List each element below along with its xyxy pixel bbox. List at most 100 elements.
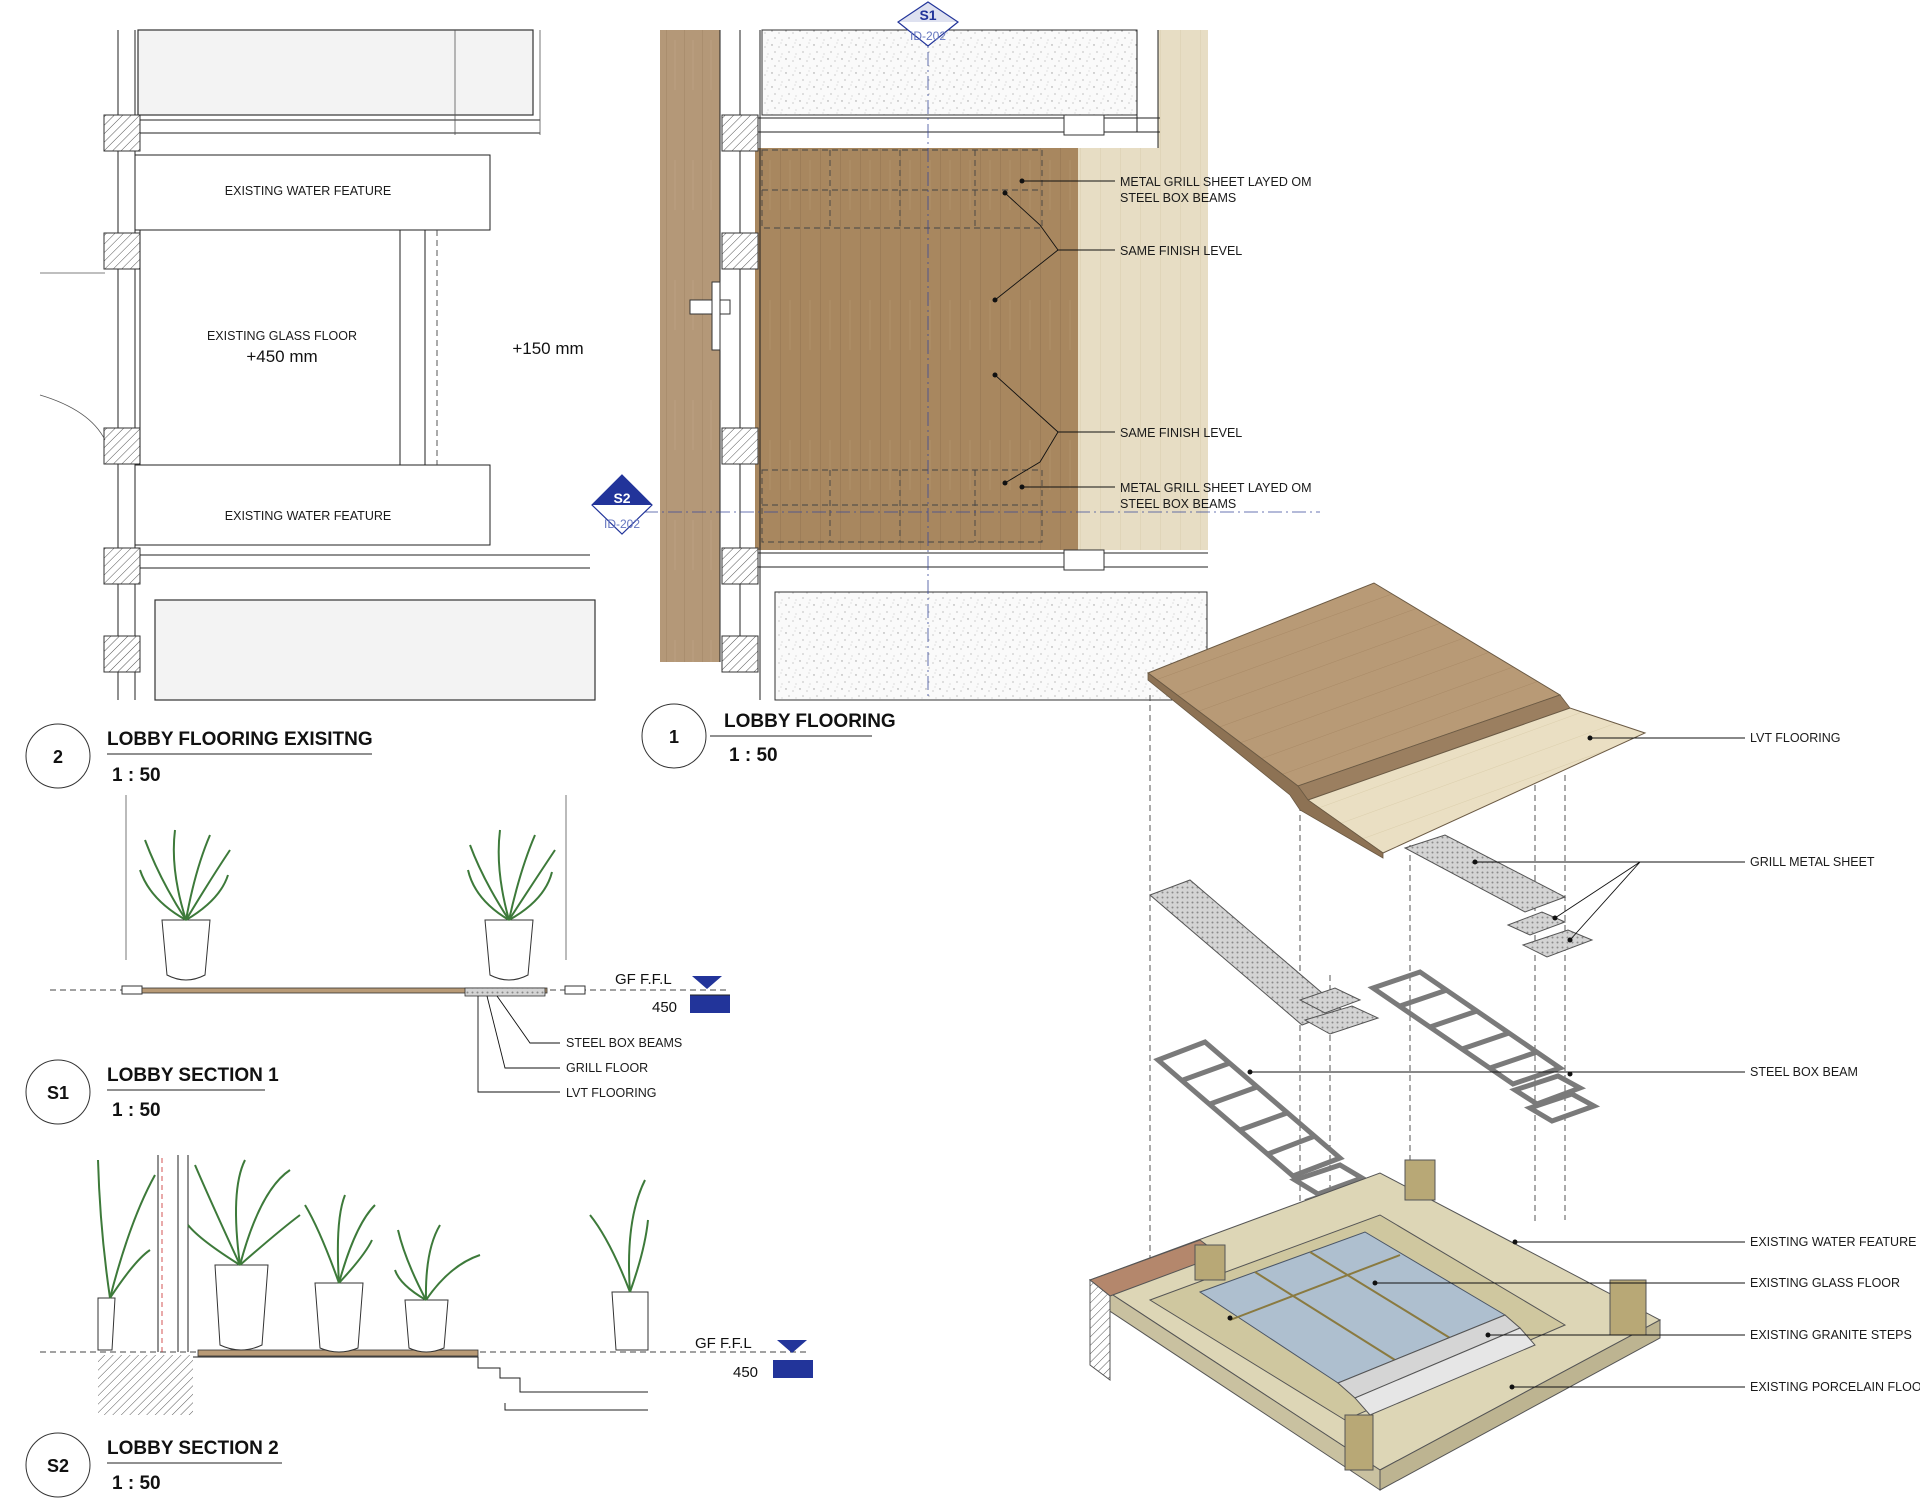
level-name: GF F.F.L [615, 971, 672, 988]
pier [1404, 1159, 1436, 1201]
section-1: GF F.F.L 450 STEEL BOX BEAMS GRILL FLOOR… [25, 795, 730, 1125]
layer-grill-metal-sheet [1149, 834, 1594, 1035]
drawing-title: LOBBY SECTION 1 [107, 1065, 279, 1086]
level-triangle [777, 1340, 807, 1353]
planter [161, 919, 211, 981]
axo-label-grill-metal-sheet: GRILL METAL SHEET [1750, 855, 1875, 869]
level-block [773, 1360, 813, 1378]
drawing-scale: 1 : 50 [112, 765, 161, 786]
note-finish-level-1: SAME FINISH LEVEL [1120, 244, 1242, 258]
pier [1344, 1414, 1374, 1471]
section-tag-s1-ref: ID-202 [910, 29, 946, 43]
door-swing [39, 272, 106, 441]
drawing-scale: 1 : 50 [112, 1100, 161, 1121]
axo-label-lvt-flooring: LVT FLOORING [1750, 731, 1841, 745]
box-beam-frame [1153, 1039, 1345, 1179]
column [103, 547, 141, 585]
column [103, 427, 141, 465]
top-slab [137, 29, 534, 116]
section-tag-s2-ref: ID-202 [604, 517, 640, 531]
level-name: GF F.F.L [695, 1335, 752, 1352]
ground-hatch [98, 1355, 193, 1415]
title-number: S2 [47, 1456, 69, 1476]
axo-callouts: LVT FLOORING GRILL METAL SHEET STEEL BOX… [1227, 731, 1920, 1394]
layer-lvt-flooring [1146, 582, 1647, 859]
lvt-floor-strip [141, 987, 548, 994]
box-beam-frame [1509, 1073, 1587, 1107]
planter [484, 919, 534, 981]
column [103, 232, 141, 270]
glass-floor-label: EXISTING GLASS FLOOR [207, 329, 357, 343]
top-slab [761, 29, 1138, 116]
wood-light-floor [1078, 148, 1208, 550]
title-bubble [641, 703, 707, 769]
axo-label-granite-steps: EXISTING GRANITE STEPS [1750, 1328, 1912, 1342]
box-beam-frame [1289, 1162, 1368, 1197]
title-number: 2 [53, 747, 63, 767]
title-bubble [25, 1432, 91, 1498]
title-bubble [25, 723, 91, 789]
planter [404, 1299, 449, 1353]
existing-base [1088, 1159, 1662, 1491]
grill-sheet [1298, 987, 1362, 1014]
note-grill-floor: GRILL FLOOR [566, 1061, 648, 1075]
note-grill-top-2: STEEL BOX BEAMS [1120, 191, 1236, 205]
plant [187, 1159, 301, 1266]
axo-label-water-feature: EXISTING WATER FEATURE [1750, 1235, 1916, 1249]
level-triangle [692, 976, 722, 989]
note-grill-bottom-1: METAL GRILL SHEET LAYED OM [1120, 481, 1312, 495]
new-lvt-floor [755, 148, 1078, 550]
plan-existing: EXISTING WATER FEATURE EXISTING GLASS FL… [25, 29, 596, 789]
note-steel-box-beams: STEEL BOX BEAMS [566, 1036, 682, 1050]
column [103, 114, 141, 152]
planter [611, 1291, 649, 1351]
section-tag-s1[interactable]: S1 ID-202 [896, 1, 960, 47]
wood-corridor-left [660, 30, 720, 662]
section-tag-s1-label: S1 [919, 7, 936, 23]
pier [1609, 1279, 1647, 1336]
glass-floor-level: +450 mm [246, 347, 317, 366]
axo-label-glass-floor: EXISTING GLASS FLOOR [1750, 1276, 1900, 1290]
plant [139, 829, 231, 921]
level-value: 450 [733, 1364, 758, 1381]
grill-sheet [1403, 834, 1567, 913]
bottom-slab [774, 591, 1208, 701]
level-block [690, 995, 730, 1013]
axo-label-steel-box-beam: STEEL BOX BEAM [1750, 1065, 1858, 1079]
grill-sheet [1506, 911, 1567, 936]
title-bubble [25, 1059, 91, 1125]
column [721, 114, 759, 152]
section-tag-s2-label: S2 [613, 490, 630, 506]
axo-label-porcelain-floor: EXISTING PORCELAIN FLOOR [1750, 1380, 1920, 1394]
title-number: S1 [47, 1083, 69, 1103]
plant [394, 1224, 481, 1301]
drawing-title: LOBBY FLOORING EXISITNG [107, 729, 373, 750]
plant [304, 1194, 376, 1284]
axonometric-view: LVT FLOORING GRILL METAL SHEET STEEL BOX… [1088, 582, 1920, 1491]
planter [314, 1282, 364, 1353]
pier [1194, 1244, 1226, 1281]
level-value: 450 [652, 999, 677, 1016]
section-tag-s2[interactable]: S2 ID-202 [591, 474, 653, 535]
column [103, 635, 141, 673]
water-feature-top-label: EXISTING WATER FEATURE [225, 184, 391, 198]
planter [214, 1264, 269, 1351]
drawing-scale: 1 : 50 [112, 1473, 161, 1494]
box-beam-top [761, 149, 1043, 229]
box-beam-frame [1367, 969, 1566, 1087]
note-grill-bottom-2: STEEL BOX BEAMS [1120, 497, 1236, 511]
bottom-slab [154, 599, 596, 701]
drawing-title: LOBBY SECTION 2 [107, 1438, 279, 1459]
box-beam-bottom [761, 469, 1043, 543]
drawing-title: LOBBY FLOORING [724, 711, 896, 732]
surrounding-level: +150 mm [512, 339, 583, 358]
section-2: GF F.F.L 450 S2 LOBBY SECTION 2 1 : 50 [25, 1155, 813, 1498]
box-beam-frame [1524, 1091, 1601, 1124]
plant [589, 1179, 649, 1293]
plant [467, 829, 556, 921]
water-feature-bottom-label: EXISTING WATER FEATURE [225, 509, 391, 523]
grill-sheet [1303, 1005, 1380, 1035]
note-grill-top-1: METAL GRILL SHEET LAYED OM [1120, 175, 1312, 189]
water-feature-bottom [134, 464, 491, 546]
